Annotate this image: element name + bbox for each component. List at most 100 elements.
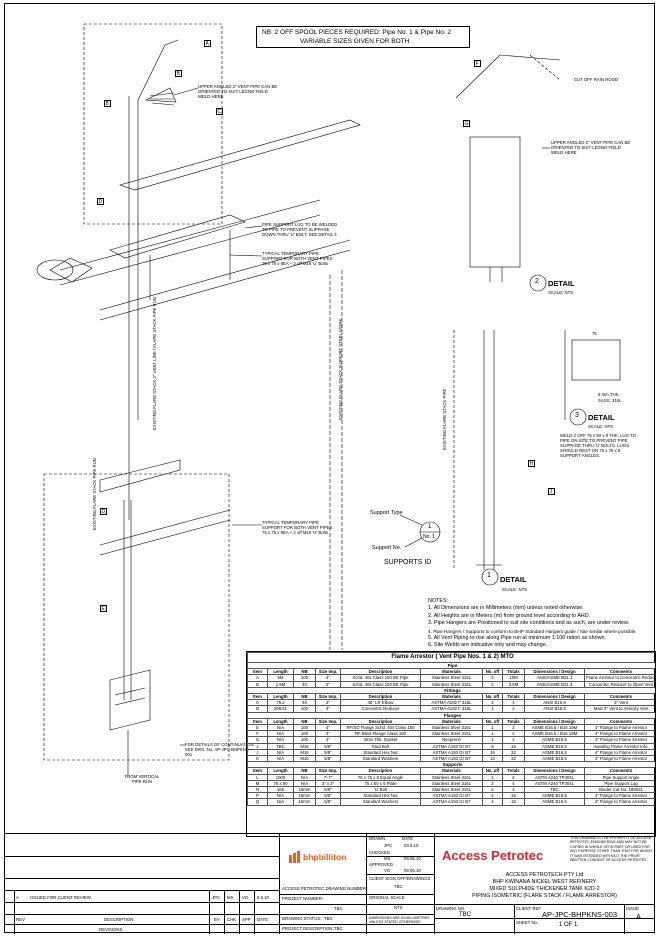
rev-header-date: DATE [257, 917, 269, 922]
mto-cell: ASME B16.5 / B16.19M [524, 724, 585, 732]
mto-cell: 5/8" [315, 798, 341, 806]
note-3: 3. Pipe Hangers are Positioned to suit s… [428, 620, 630, 627]
detail2-num: 2 [535, 278, 539, 285]
rev-header-chk: CHK [227, 917, 237, 922]
checked-label: CHECKED [369, 850, 391, 855]
note-4: 4. Pipe Hangers / Supports to conform to… [428, 628, 637, 634]
rev-row-app: VG [242, 895, 249, 900]
marker-letter: D [98, 198, 103, 205]
mto-column-header: Dimensions / Design [524, 668, 585, 676]
note-6: 6. Site Welds are indicative only and ma… [428, 642, 548, 649]
detail2-pipe-outline [469, 136, 521, 268]
drawing-status-val: TBC [324, 916, 333, 921]
mto-cell: Flame Arrestor to Concentric Reducer [583, 674, 656, 682]
plate-material: SASS: 316L [598, 398, 622, 403]
mto-column-header: Size Imp. [315, 717, 341, 726]
dims-note: DIMENSIONS ARE IN MILLIMETRES UNLESS STA… [369, 916, 430, 925]
marker-letter: H [529, 460, 534, 467]
mto-section-title: Supports [247, 761, 655, 769]
mto-cell: ASME B16.5 [524, 798, 585, 806]
rev-header-desc: DESCRIPTION [104, 917, 134, 922]
mto-title: Flame Arrestor ( Vent Pipe Nos. 1 & 2) M… [247, 652, 655, 663]
note-5: 5. All Vent Piping to rise along Pipe ru… [428, 635, 606, 642]
mto-cell: 4" Flange to Flame Arrestor [583, 792, 655, 800]
drawn-val: JPC [384, 843, 393, 848]
pipe-run-center-label: EXISTING FLARE STACK SUPPORT STEEL WORK [338, 318, 343, 420]
rev-row-chk: MS [227, 895, 234, 900]
detail1-label: DETAIL [500, 575, 527, 584]
header-note-line2: VARIABLE SIZES GIVEN FOR BOTH [300, 38, 410, 45]
original-scale-label: ORIGINAL SCALE [369, 895, 405, 900]
mto-section-header: Supports [247, 761, 655, 769]
mto-table: Flame Arrestor ( Vent Pipe Nos. 1 & 2) M… [246, 651, 656, 837]
support-symbol-bottom: No. 1 [423, 534, 435, 540]
notes-heading: NOTES: [428, 598, 449, 604]
mto-cell: 16 [502, 798, 525, 806]
revisions-footer: REVISIONS [99, 927, 123, 932]
project-desc-val: TBC [334, 926, 343, 931]
mto-column-header: Size Imp. [315, 692, 341, 701]
mto-column-header: Comments [583, 717, 655, 726]
callout-upper-angled-right: UPPER ANGLED 2" VENT PIPE CAN BE ORIENTE… [551, 140, 631, 155]
detail3-scale: SCALE: NTS [588, 424, 614, 429]
marker-letter: B [176, 70, 180, 77]
mto-cell: 4" Flange to Flame Arrestor [583, 798, 655, 806]
mto-cell: Schd. 40s Class 150 BE Pipe [340, 680, 421, 688]
bhp-logo: bhpbilliton [289, 848, 361, 866]
rev-header-app: APP [242, 917, 251, 922]
mto-cell: 4 [482, 798, 503, 806]
mto-cell: Pipe Support Angle [583, 773, 655, 781]
callout-from-vertical: FROM VERTICAL PIPE RUN [124, 774, 160, 784]
mto-cell: 4" Flange to Flame Arrestor [583, 748, 655, 757]
title-block: A ISSUED FOR CLIENT REVIEW JPC MS VG 9.6… [4, 833, 655, 934]
mto-cell: 16mm [293, 798, 316, 806]
detail3-label: DETAIL [588, 413, 615, 422]
drawing-no-label: DRAWING NO. [436, 906, 466, 911]
project-desc-label: PROJECT DESCRIPTION: [282, 926, 334, 931]
marker-letter: C [217, 108, 222, 115]
access-petrotec-logo: Access Petrotec [442, 848, 562, 864]
marker-letter: A [205, 40, 209, 47]
approved-val: VG [384, 868, 391, 873]
access-petrotec-text: Access Petrotec [442, 848, 544, 863]
mto-column-header: Dimensions / Design [524, 767, 585, 775]
original-scale-val: NTS [394, 905, 403, 910]
mto-cell: Main 4" Vent to Velocity Vent [583, 705, 655, 713]
notes-block: NOTES: 1. All Dimensions are in Millimet… [428, 598, 654, 650]
mto-cell: ASTMA A193 Gr B7 [420, 798, 483, 806]
checked-date: 09.05.10 [404, 856, 421, 861]
mto-cell: Standard Washers [340, 798, 421, 806]
marker-letter: G [464, 120, 469, 127]
drawing-status-label: DRAWING STATUS: [282, 916, 322, 921]
company-line2: BHP KWINANA NICKEL WEST REFINERY [492, 879, 597, 885]
detail1-scale: SCALE: NTS [502, 587, 528, 592]
marker-letter: D [101, 508, 106, 515]
mto-column-header: Dimensions / Design [524, 717, 585, 726]
pipe-run-left-label: EXISTING FLARE STACK PIPE RUN [92, 458, 97, 530]
note-1: 1. All Dimensions are in Millimeters (mm… [428, 605, 584, 612]
supports-id-label: SUPPORTS ID [384, 559, 432, 566]
ap-drawing-val: TBC [334, 906, 343, 911]
detail2-scale: SCALE: NTS [548, 290, 574, 295]
company-line4: PIPING ISOMETRIC (FLARE STACK / FLAME AR… [472, 893, 617, 899]
client-signoff-label: CLIENT SIGN OFF/DRAWINGS [369, 876, 431, 881]
mto-cell: Awaiting Flame Arrestor Info. [583, 742, 655, 750]
detail2-label: DETAIL [548, 279, 575, 288]
detail3-plate [571, 339, 621, 381]
spool-boundary-upper [83, 23, 223, 225]
drawn-label: DRAWN [369, 836, 386, 841]
date-label: DATE [402, 836, 414, 841]
project-number-label: PROJECT NUMBER: [282, 896, 323, 901]
callout-temp-support-1: TYPICAL TEMPORARY PIPE SUPPORT FOR BOTH … [262, 251, 333, 266]
